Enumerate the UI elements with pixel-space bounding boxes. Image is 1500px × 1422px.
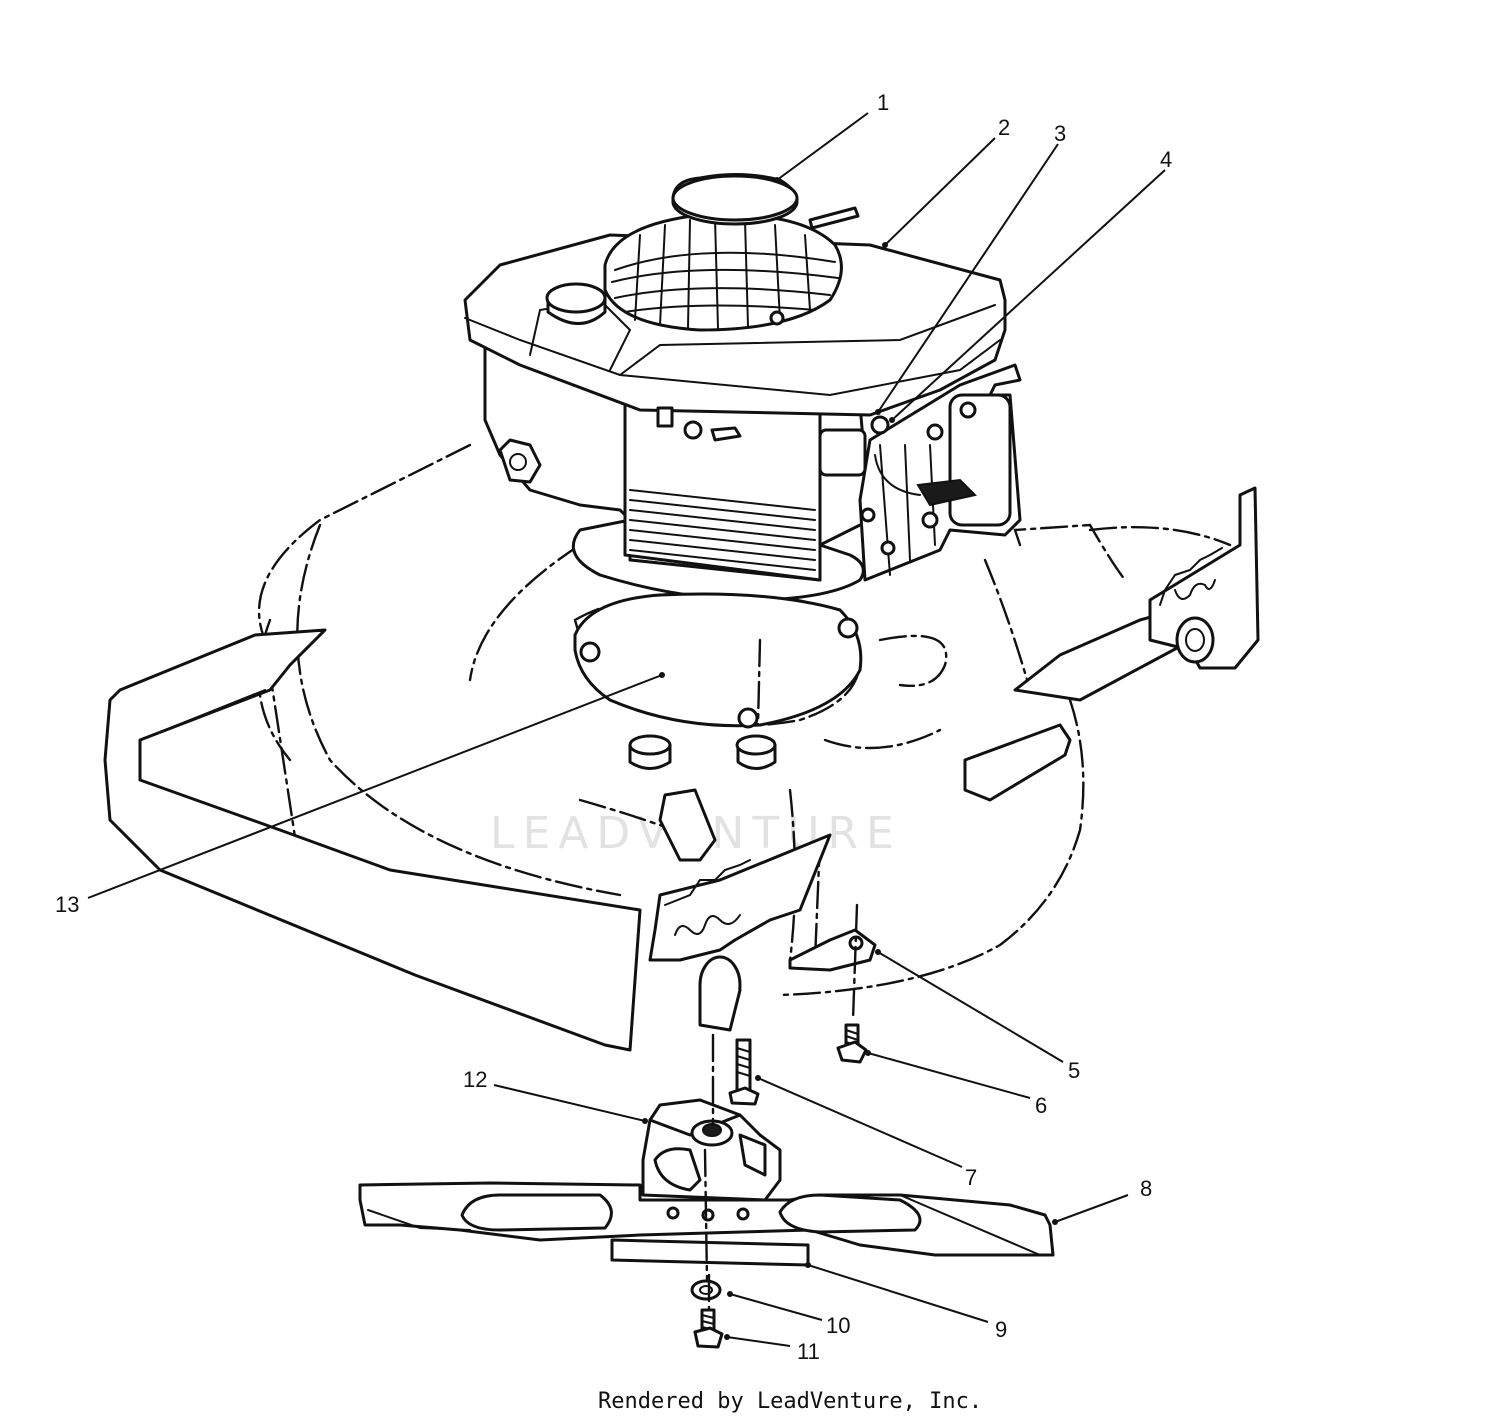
fuel-cap	[545, 282, 607, 325]
engine	[463, 172, 1022, 770]
callout-6: 6	[1035, 1093, 1047, 1118]
alignment-lines	[703, 638, 859, 1312]
callout-5: 5	[1068, 1058, 1080, 1083]
bolt-7	[728, 1038, 760, 1106]
callout-3: 3	[1054, 121, 1066, 146]
right-height-adjuster	[963, 486, 1260, 802]
muffler-carburetor	[818, 363, 1022, 582]
callout-10: 10	[826, 1313, 850, 1338]
callout-4: 4	[1160, 147, 1172, 172]
callout-1: 1	[877, 90, 889, 115]
recoil-starter	[603, 172, 860, 332]
callout-8: 8	[1140, 1176, 1152, 1201]
leader-lines	[87, 112, 1166, 1347]
callout-7: 7	[965, 1165, 977, 1190]
callout-9: 9	[995, 1317, 1007, 1342]
callout-labels: 1 2 3 4 5 6 7 8 9 10 11 12 13	[55, 90, 1172, 1364]
callout-2: 2	[998, 115, 1010, 140]
cylinder-fins	[623, 398, 822, 582]
fasteners	[690, 1023, 868, 1349]
bolt-11	[693, 1308, 724, 1349]
callout-11: 11	[797, 1339, 820, 1364]
callout-13: 13	[55, 892, 79, 917]
lock-washer-10	[690, 1279, 722, 1301]
footer-credit: Rendered by LeadVenture, Inc.	[598, 1389, 982, 1414]
callout-12: 12	[463, 1067, 487, 1092]
screw-6	[836, 1023, 868, 1064]
left-height-adjuster	[648, 788, 877, 1032]
